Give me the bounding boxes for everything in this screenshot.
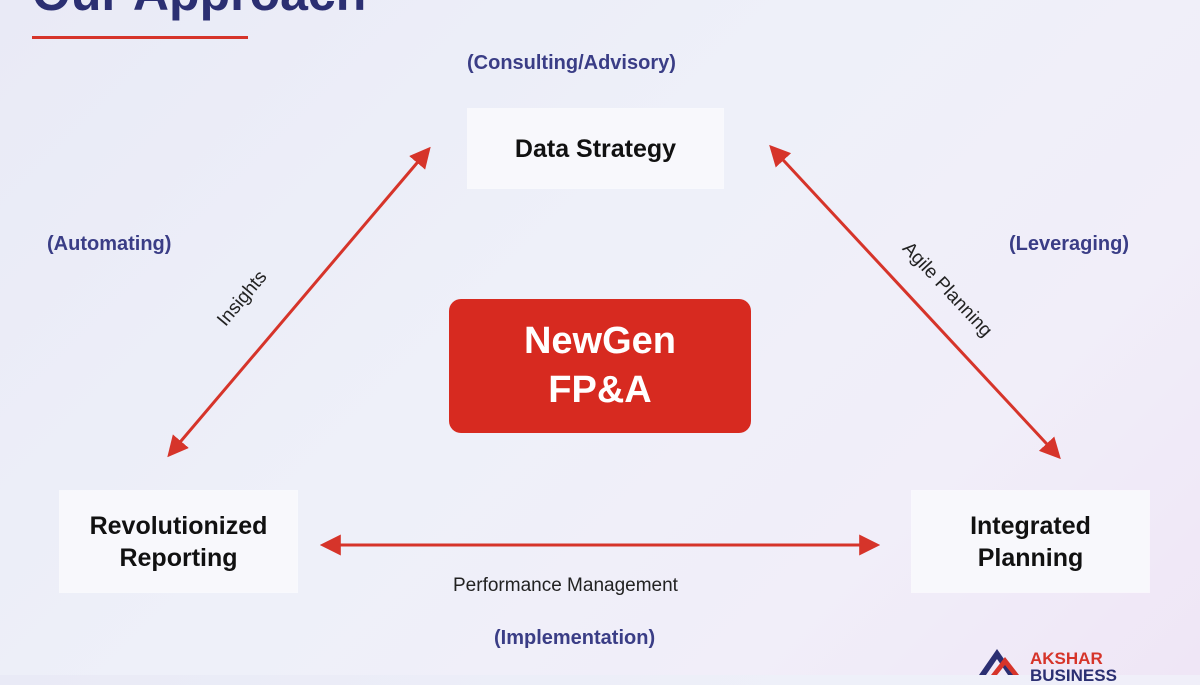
role-label-top: (Consulting/Advisory): [467, 52, 676, 74]
node-revolutionized-reporting-line2: Reporting: [119, 543, 238, 572]
node-data-strategy-label: Data Strategy: [514, 134, 677, 163]
node-revolutionized-reporting-line1: Revolutionized: [89, 511, 268, 540]
node-revolutionized-reporting: Revolutionized Reporting: [60, 491, 297, 592]
edge-label-performance-management: Performance Management: [453, 575, 678, 596]
arrow-agile-planning: [769, 144, 1061, 460]
node-integrated-planning-line2: Planning: [977, 543, 1084, 572]
arrow-insights: [167, 146, 431, 458]
center-box: NewGen FP&A: [449, 299, 751, 433]
node-integrated-planning: Integrated Planning: [912, 491, 1149, 592]
center-line1: NewGen: [523, 319, 677, 362]
role-label-bottom: (Implementation): [494, 627, 656, 649]
akshar-logo-icon: [979, 649, 1019, 675]
logo-text-line1: AKSHAR: [1030, 649, 1103, 668]
page-title: Our Approach: [32, 0, 366, 22]
role-label-left: (Automating): [47, 233, 172, 255]
center-line2: FP&A: [548, 369, 652, 411]
title-underline: [32, 36, 248, 39]
node-data-strategy: Data Strategy: [468, 109, 723, 188]
logo-text-line2: BUSINESS: [1030, 666, 1117, 685]
node-integrated-planning-line1: Integrated: [970, 511, 1091, 540]
